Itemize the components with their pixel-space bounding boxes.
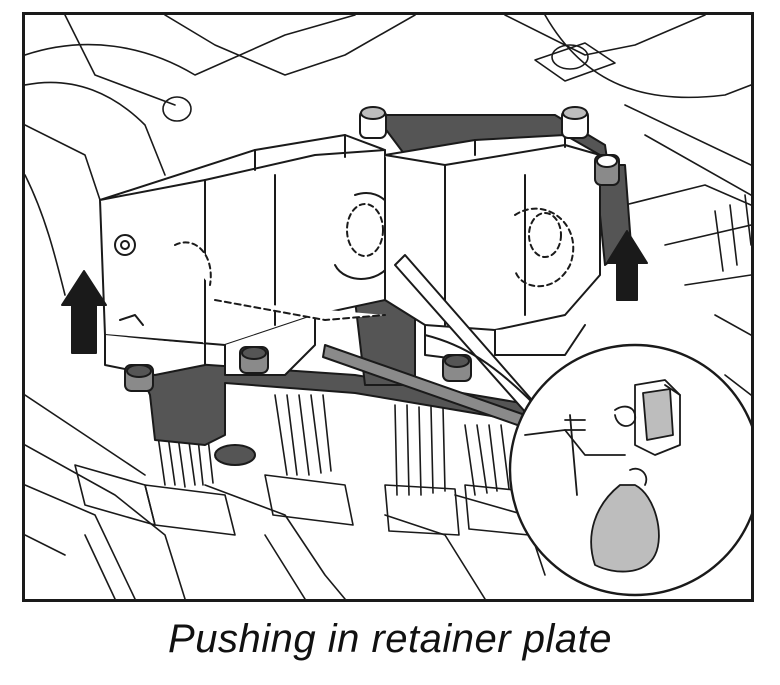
bolt-icon xyxy=(594,154,620,186)
bolt-icon xyxy=(239,346,269,374)
wiring-harness xyxy=(74,394,530,536)
relay-box-right xyxy=(384,134,601,361)
background-linework xyxy=(25,15,751,599)
bolt-icon xyxy=(442,354,472,382)
retainer-plate-illustration xyxy=(25,15,751,599)
figure-caption: Pushing in retainer plate xyxy=(168,617,612,661)
bolt-icon xyxy=(359,106,387,139)
up-arrow-icon xyxy=(61,270,107,354)
finger-tip xyxy=(590,484,660,573)
detail-circle xyxy=(424,334,751,597)
illustration-frame xyxy=(22,12,754,602)
mounting-bolts xyxy=(124,106,620,392)
relay-box-left xyxy=(99,134,399,376)
bolt-icon xyxy=(124,364,154,392)
detail-contents xyxy=(524,379,681,573)
bolt-icon xyxy=(561,106,589,139)
up-arrow-icon xyxy=(606,230,648,301)
